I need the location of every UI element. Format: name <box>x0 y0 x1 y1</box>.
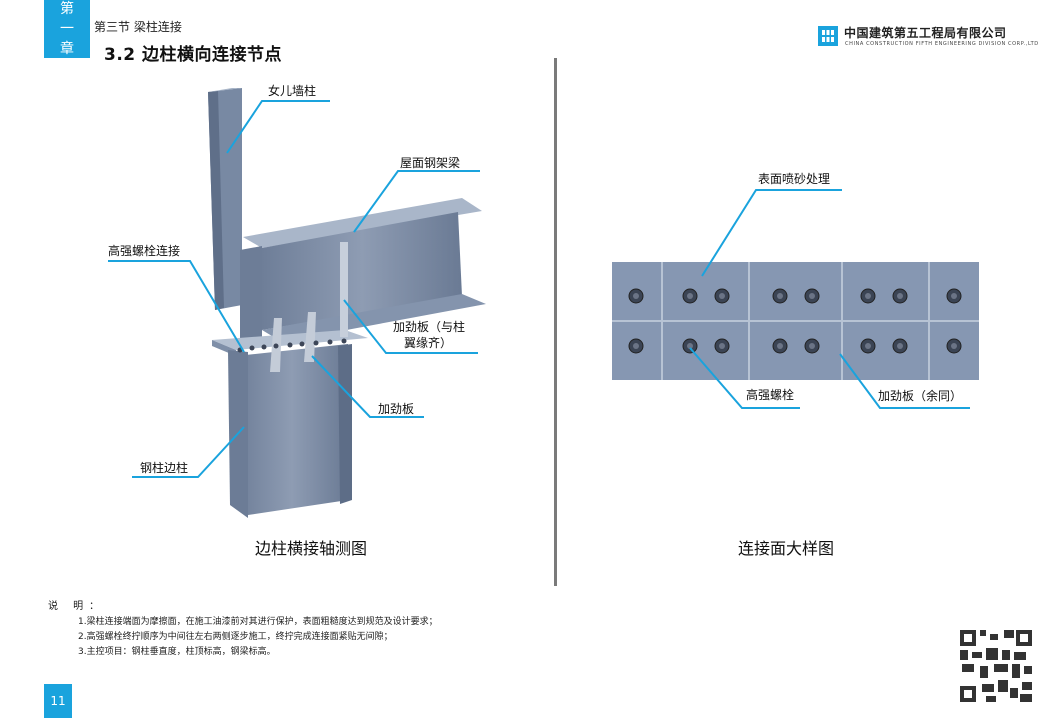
leader-roof-beam <box>353 170 480 233</box>
label-hs-bolt: 高强螺栓 <box>746 388 795 402</box>
column-cap-plate <box>212 330 368 350</box>
edge-column-web <box>236 344 348 515</box>
label-stiffener-same: 加劲板（余同） <box>878 389 963 403</box>
leader-hs-bolt <box>689 347 800 409</box>
note-item-1: 1.梁柱连接端面为摩擦面，在施工油漆前对其进行保护，表面粗糙度达到规范及设计要求… <box>78 617 438 627</box>
leader-stiffener-flush <box>343 299 478 354</box>
chapter-tab: 第 一 章 <box>44 0 90 58</box>
parapet-column-flange <box>208 91 224 310</box>
chapter-tab-char-1: 第 <box>60 1 74 17</box>
leader-hs-bolt-connection <box>108 260 245 353</box>
right-leader-lines <box>689 189 970 409</box>
face-bolts <box>628 288 962 354</box>
label-hs-bolt-connection: 高强螺栓连接 <box>108 244 181 258</box>
company-name: 中国建筑第五工程局有限公司 <box>844 26 1007 40</box>
caption-face-detail: 连接面大样图 <box>738 539 835 558</box>
vertical-stiffener <box>340 242 348 337</box>
leader-edge-column <box>132 426 245 478</box>
leader-stiffener-same <box>839 353 970 409</box>
section-label: 第三节 梁柱连接 <box>94 20 182 34</box>
caption-isometric: 边柱横接轴测图 <box>255 539 368 558</box>
label-stiffener-flush-line-1: 加劲板（与柱 <box>393 320 466 334</box>
stiffener-grid <box>612 262 979 380</box>
label-stiffener-flush-line-2: 翼缘齐） <box>404 336 453 350</box>
label-roof-beam: 屋面钢架梁 <box>400 156 461 170</box>
center-divider <box>554 58 557 586</box>
roof-beam-web <box>262 212 462 330</box>
roof-beam-top-flange <box>243 198 482 248</box>
notes-title: 说 明： <box>48 601 106 612</box>
leader-sandblast <box>701 189 842 277</box>
page-title: 3.2 边柱横向连接节点 <box>104 45 283 65</box>
company-logo-glyph-icon <box>821 30 835 42</box>
label-parapet-column: 女儿墙柱 <box>268 84 317 98</box>
leader-parapet-column <box>226 100 330 154</box>
chapter-tab-char-3: 章 <box>60 41 74 57</box>
leader-stiffener <box>311 355 424 418</box>
label-stiffener: 加劲板 <box>378 402 415 416</box>
stiffener-plate-2 <box>304 312 316 362</box>
company-logo-icon <box>818 26 838 46</box>
roof-beam-bottom-flange <box>262 294 486 342</box>
page-number: 11 <box>44 684 72 718</box>
label-edge-column: 钢柱边柱 <box>140 461 189 475</box>
company-name-english: CHINA CONSTRUCTION FIFTH ENGINEERING DIV… <box>845 41 1039 47</box>
label-sandblast: 表面喷砂处理 <box>758 172 831 186</box>
left-leader-lines <box>108 100 480 478</box>
end-plate <box>240 246 262 345</box>
connection-face-detail <box>612 262 979 380</box>
note-item-3: 3.主控项目：钢柱垂直度，柱顶标高，钢梁标高。 <box>78 647 276 657</box>
qr-code-icon <box>960 630 1032 702</box>
chapter-tab-char-2: 一 <box>60 21 74 37</box>
parapet-column-top <box>208 88 242 92</box>
edge-column-flange-right <box>338 344 352 504</box>
note-item-2: 2.高强螺栓终拧顺序为中间往左右两侧逐步施工，终拧完成连接面紧贴无间隙； <box>78 632 393 642</box>
cap-plate-bolts <box>237 338 347 353</box>
